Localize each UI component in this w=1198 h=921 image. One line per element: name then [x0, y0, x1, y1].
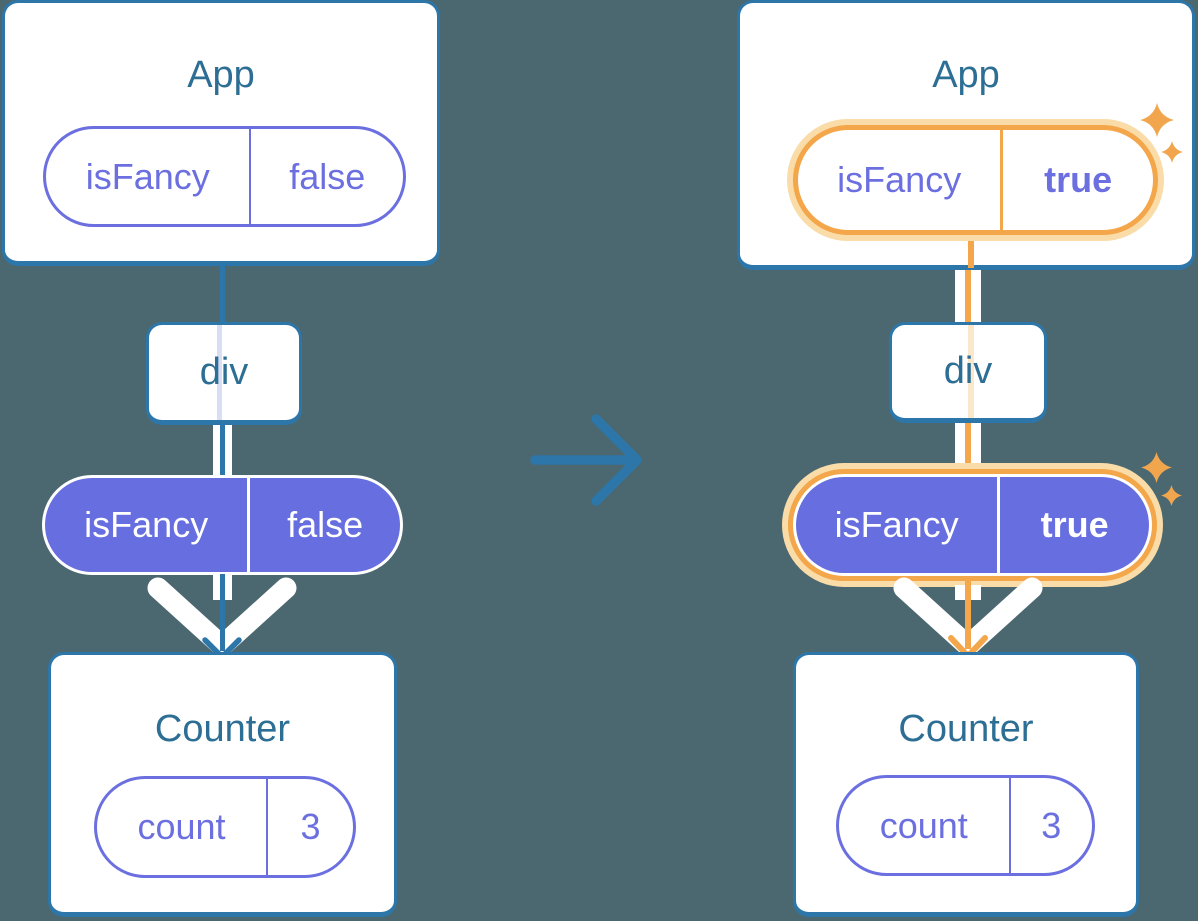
prop-name: isFancy [85, 155, 210, 197]
prop-pill-isfancy-highlighted: isFancy true [793, 125, 1158, 235]
app-card: App isFancy true [737, 0, 1195, 270]
sparkle-icon [1161, 141, 1183, 163]
transition-arrow-icon [530, 414, 642, 506]
sparkle-icon [1141, 452, 1172, 483]
passed-prop-value: true [997, 477, 1149, 573]
state-value: 3 [265, 779, 353, 875]
passed-prop-value: false [247, 478, 400, 572]
counter-card: Counter count 3 [48, 652, 397, 917]
edge-app-div [219, 262, 225, 324]
state-pill-count: count 3 [836, 775, 1095, 876]
prop-trace-line [217, 325, 222, 420]
app-card: App isFancy false [2, 0, 440, 266]
prop-name: isFancy [837, 159, 962, 200]
prop-trace-line [968, 325, 974, 418]
state-name: count [137, 806, 226, 847]
div-node-box: div [146, 322, 302, 425]
prop-pill-isfancy: isFancy false [43, 126, 406, 227]
sparkle-icon [1140, 103, 1174, 137]
edge-app-div [955, 266, 981, 324]
app-title: App [932, 54, 1000, 96]
app-title: App [187, 54, 255, 96]
state-pill-count: count 3 [94, 776, 356, 878]
div-title: div [943, 350, 993, 392]
sparkle-icon [1161, 485, 1182, 506]
div-title: div [199, 351, 249, 393]
div-node-box: div [889, 322, 1047, 423]
prop-value: true [1000, 130, 1153, 230]
passed-prop-pill: isFancy false [42, 475, 403, 575]
passed-prop-name: isFancy [84, 504, 209, 545]
arrow-shaft [219, 575, 225, 651]
passed-prop-pill-highlighted: isFancy true [788, 469, 1157, 581]
state-name: count [879, 804, 968, 846]
counter-title: Counter [154, 708, 291, 750]
state-value: 3 [1008, 778, 1093, 873]
counter-title: Counter [898, 708, 1034, 750]
prop-value: false [249, 129, 403, 224]
arrow-shaft [965, 581, 971, 649]
counter-card: Counter count 3 [793, 652, 1139, 917]
edge-div-prop [212, 425, 232, 477]
edge-div-prop [955, 423, 981, 471]
passed-prop-name: isFancy [834, 504, 959, 545]
